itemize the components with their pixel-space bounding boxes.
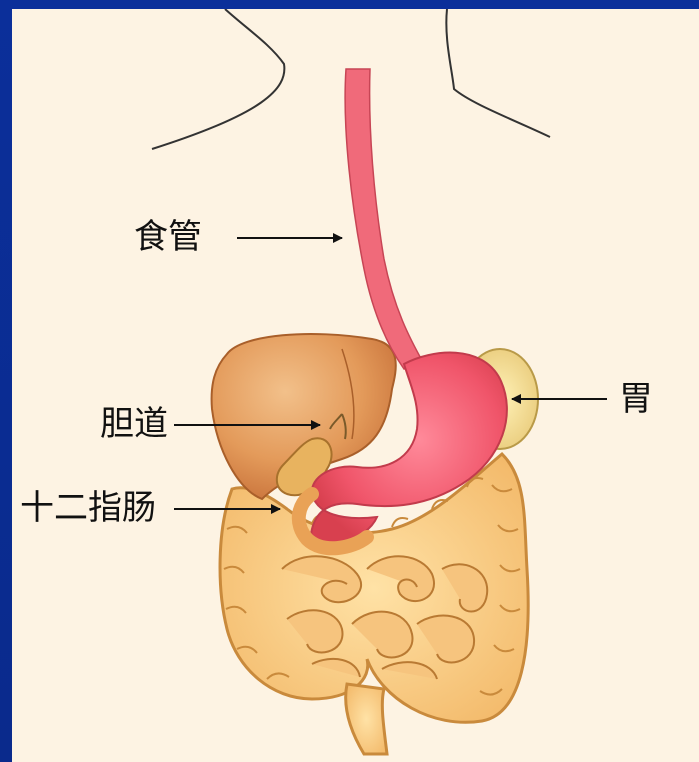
esophagus xyxy=(345,69,424,369)
duodenum-label: 十二指肠 xyxy=(20,491,156,525)
esophagus-label: 食管 xyxy=(134,220,202,254)
digestive-system-diagram xyxy=(12,9,699,762)
bile-duct-label: 胆道 xyxy=(100,407,168,441)
stomach-label: 胃 xyxy=(619,382,653,416)
illustration-panel: 食管 胃 胆道 十二指肠 xyxy=(12,9,699,762)
